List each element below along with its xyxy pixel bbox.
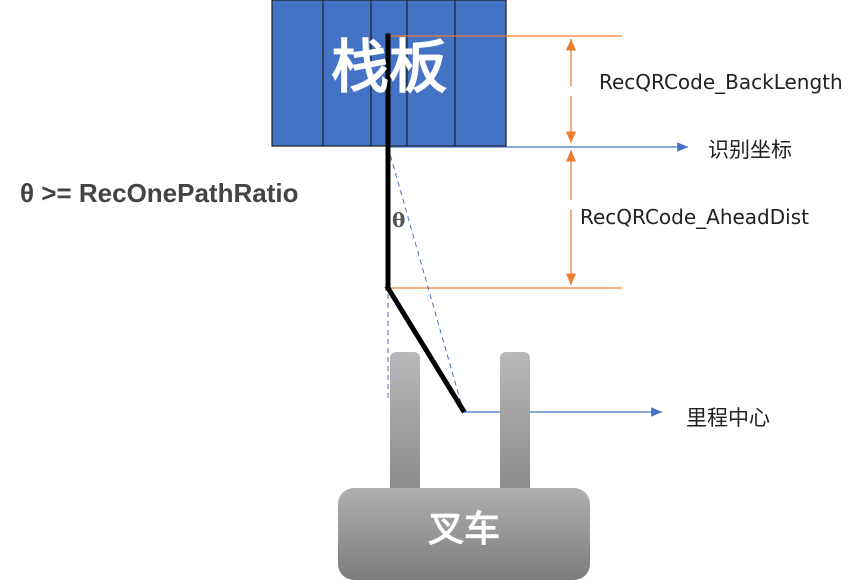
vehicle-path <box>384 33 467 414</box>
recognition-coord-label: 识别坐标 <box>708 138 792 162</box>
condition-formula: θ >= RecOnePathRatio <box>20 178 299 208</box>
pointer-arrows <box>388 142 688 417</box>
back-length-label: RecQRCode_BackLength <box>599 70 843 94</box>
right-fork <box>500 352 530 500</box>
forklift-label: 叉车 <box>427 509 500 550</box>
reference-lines <box>388 35 622 289</box>
ahead-dist-label: RecQRCode_AheadDist <box>580 205 809 229</box>
dashed-hypotenuse <box>387 146 464 411</box>
forklift-body <box>338 488 590 580</box>
odometry-center-label: 里程中心 <box>686 406 770 430</box>
angle-symbol: θ <box>392 208 406 232</box>
forks <box>390 352 530 500</box>
pallet-label: 栈板 <box>330 33 447 101</box>
path-angled-segment <box>384 284 467 414</box>
left-fork <box>390 352 420 500</box>
